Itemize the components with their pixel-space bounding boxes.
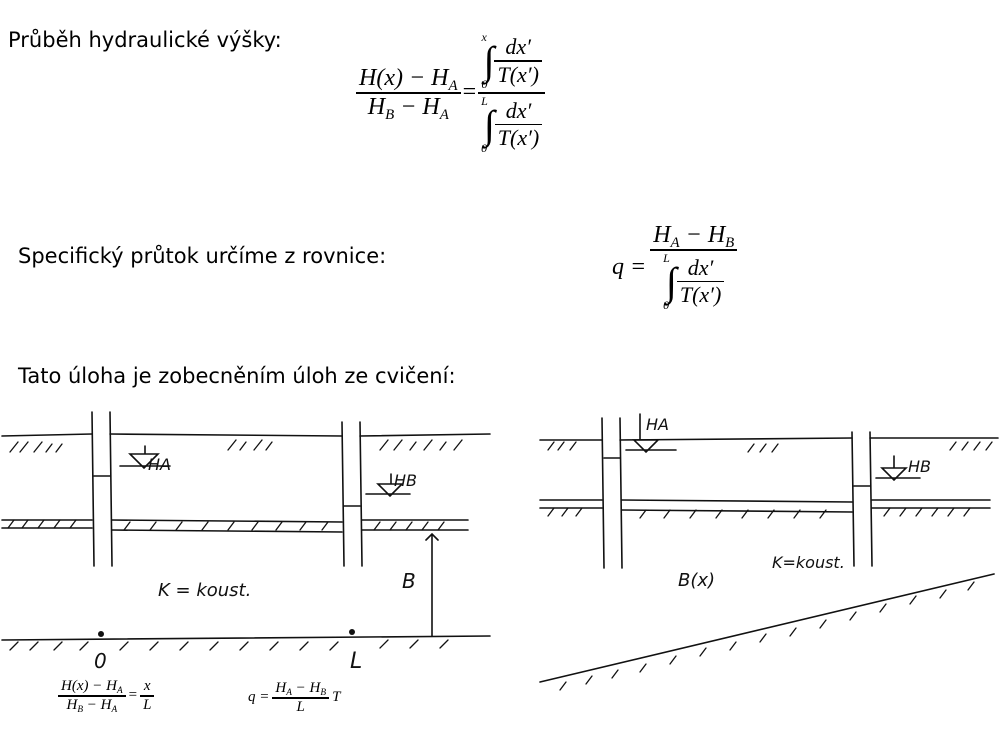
sketch-variable-thickness: HA HB B(x) K=koust. <box>539 413 999 691</box>
label-l: L <box>350 649 362 674</box>
heading-hydraulic-head: Průběh hydraulické výšky: <box>8 28 282 52</box>
heading-generalization: Tato úloha je zobecněním úloh ze cvičení… <box>18 364 456 388</box>
eq1-equals: = <box>462 79 477 106</box>
small-equation-flow: q = HA − HB L T <box>248 680 341 715</box>
sketch-constant-thickness: HA HB K = koust. B 0 L <box>1 411 491 674</box>
label-hb-sketch1: HB <box>394 471 417 490</box>
eq1-lhs-fraction: H(x) − HA HB − HA <box>356 65 461 123</box>
label-b-sketch1: B <box>402 569 416 593</box>
label-bx: B(x) <box>678 570 715 591</box>
label-ha-sketch2: HA <box>646 415 669 434</box>
label-ha-sketch1: HA <box>148 455 171 474</box>
label-k-sketch1: K = koust. <box>158 580 251 601</box>
label-k-sketch2: K=koust. <box>772 553 845 572</box>
small-equation-head: H(x) − HA HB − HA = x L <box>58 678 155 715</box>
label-origin: 0 <box>94 649 107 673</box>
heading-specific-flow: Specifický průtok určíme z rovnice: <box>18 244 387 268</box>
label-hb-sketch2: HB <box>908 457 931 476</box>
